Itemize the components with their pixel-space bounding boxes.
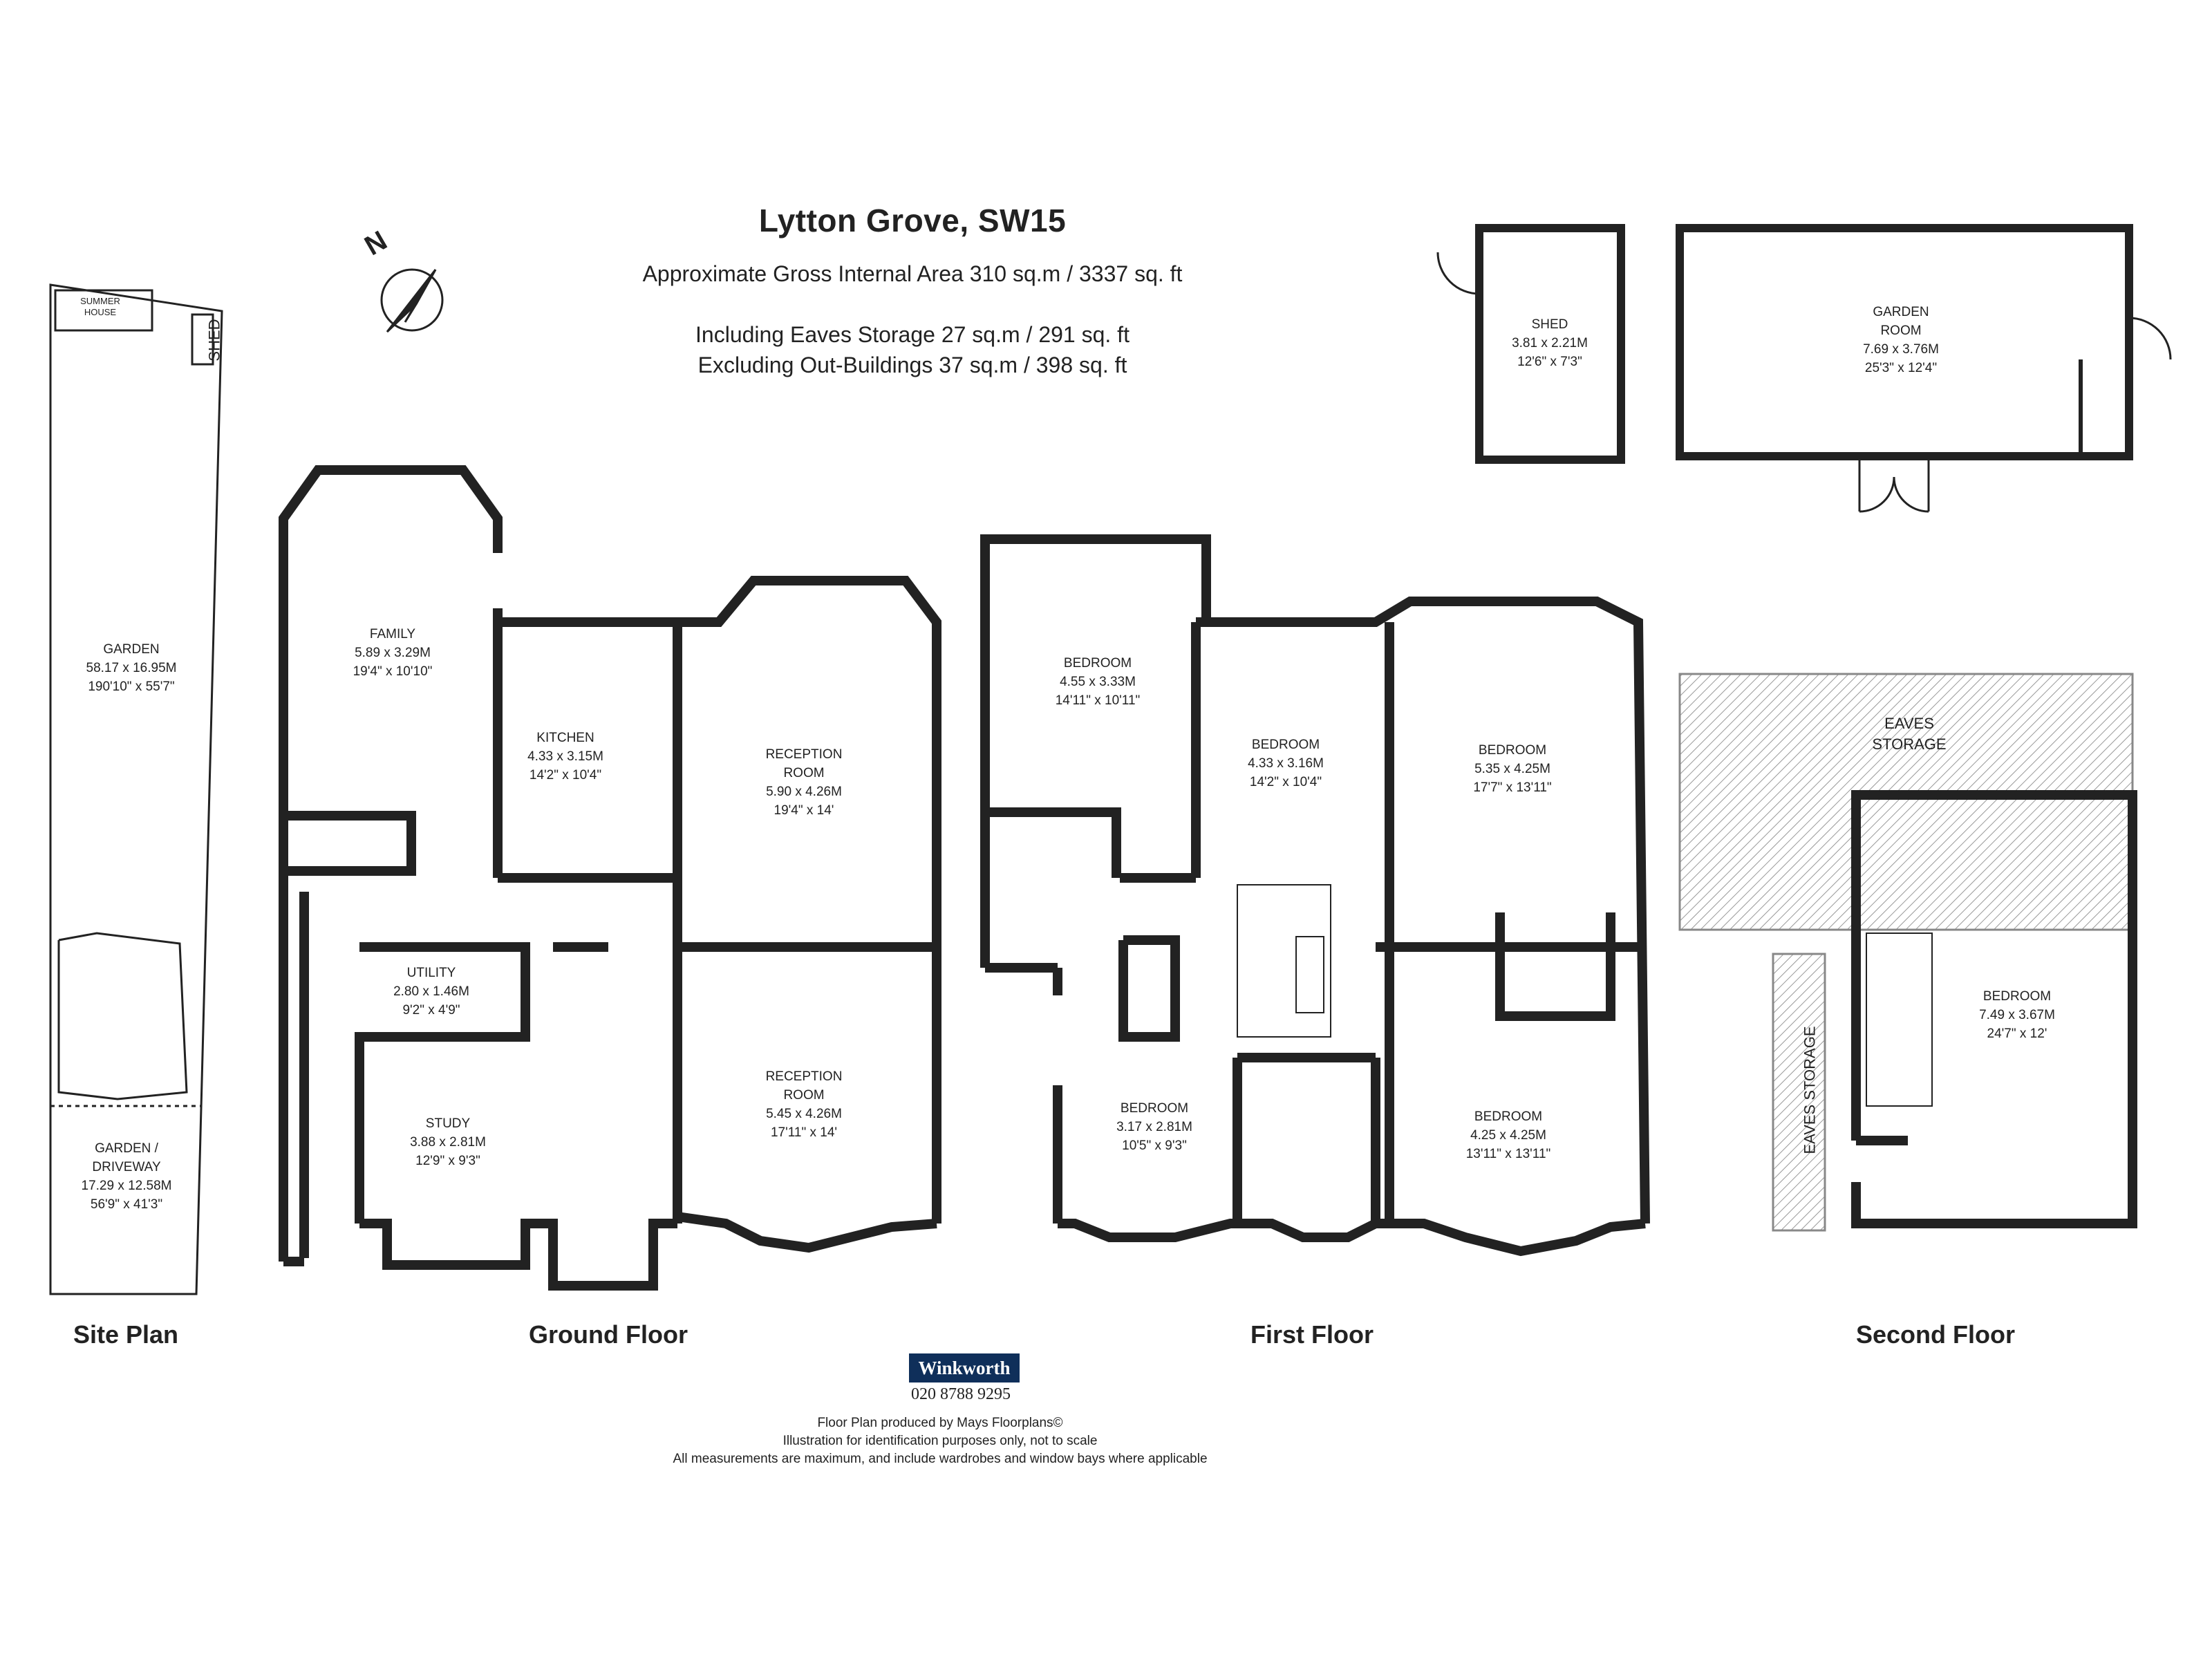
- shed-outline: [1475, 224, 1625, 464]
- second-floor-heading: Second Floor: [1855, 1320, 2016, 1349]
- outbuilding-doors: [1436, 252, 2172, 513]
- page-title: Lytton Grove, SW15: [758, 203, 1067, 238]
- gross-area-line: Approximate Gross Internal Area 310 sq.m…: [642, 261, 1183, 286]
- eaves-area-line: Including Eaves Storage 27 sq.m / 291 sq…: [695, 322, 1130, 347]
- ground-floor-heading: Ground Floor: [529, 1320, 688, 1349]
- site-shed-label: SHED: [205, 319, 223, 362]
- ground-floor-walls: [279, 465, 941, 1291]
- eaves-top-hatch: [1678, 673, 2134, 931]
- footer-produced-by: Floor Plan produced by Mays Floorplans©: [817, 1416, 1063, 1430]
- site-plan-drawing: [49, 283, 223, 1295]
- second-floor-stairs: [1866, 932, 1933, 1107]
- compass-drawing: [380, 268, 444, 333]
- outbuildings-area-line: Excluding Out-Buildings 37 sq.m / 398 sq…: [697, 353, 1127, 377]
- eaves-storage-side-label: EAVES STORAGE: [1801, 1026, 1819, 1154]
- house-footprint: [57, 932, 188, 1100]
- first-floor-stairs: [1237, 884, 1331, 1038]
- agent-logo: Winkworth: [909, 1353, 1020, 1382]
- site-shed-outline: [191, 313, 214, 366]
- summer-house-outline: [54, 289, 153, 332]
- first-floor-heading: First Floor: [1250, 1320, 1374, 1349]
- first-floor-walls: [980, 534, 1650, 1257]
- agent-phone: 020 8788 9295: [911, 1385, 1011, 1403]
- garden-room-outline: [1676, 224, 2133, 460]
- site-plan-heading: Site Plan: [73, 1320, 179, 1349]
- footer-disclaimer: Illustration for identification purposes…: [782, 1434, 1098, 1448]
- site-boundary: [49, 283, 223, 1295]
- second-floor-walls: [1851, 790, 2137, 1228]
- eaves-side-hatch: [1772, 953, 1826, 1232]
- footer-measurements-note: All measurements are maximum, and includ…: [673, 1452, 1208, 1466]
